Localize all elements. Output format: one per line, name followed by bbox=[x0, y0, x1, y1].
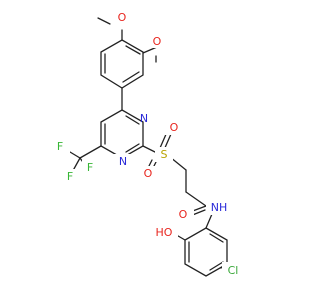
bond bbox=[125, 45, 141, 55]
atom-labels: O O N N F F F S O O O NH HO Cl bbox=[52, 9, 244, 277]
molecule-structure-drawing: O O N N F F F S O O O NH HO Cl bbox=[52, 9, 244, 277]
atom-f-2: F bbox=[67, 170, 73, 183]
bond bbox=[142, 145, 158, 154]
bond bbox=[209, 233, 224, 243]
bond bbox=[122, 71, 140, 83]
atom-chlorine: Cl bbox=[228, 264, 239, 277]
atom-f-3: F bbox=[87, 161, 93, 174]
bond bbox=[205, 213, 213, 229]
atom-o-amide: O bbox=[179, 208, 188, 221]
bond bbox=[125, 115, 140, 125]
phenyl-ring-bottom bbox=[184, 227, 228, 277]
atom-o-sulfonyl-2: O bbox=[144, 167, 153, 180]
atom-nh-amide: NH bbox=[211, 201, 228, 214]
pyrimidine-ring bbox=[100, 109, 144, 159]
bond bbox=[209, 261, 224, 271]
atom-n-pyrimidine-1: N bbox=[140, 112, 148, 125]
bonds bbox=[59, 17, 228, 277]
bond bbox=[79, 145, 102, 159]
bond bbox=[125, 143, 140, 153]
atom-sulfur: S bbox=[161, 148, 168, 161]
bond bbox=[97, 17, 111, 25]
atom-oh-phenol: HO bbox=[156, 226, 173, 239]
phenyl-ring-top bbox=[100, 39, 144, 89]
atom-o-methoxy-2: O bbox=[153, 35, 162, 48]
atom-o-methoxy-1: O bbox=[118, 11, 127, 24]
atom-o-sulfonyl-1: O bbox=[170, 121, 179, 134]
bond bbox=[185, 191, 207, 207]
atom-n-pyrimidine-2: N bbox=[119, 155, 127, 168]
atom-f-1: F bbox=[57, 140, 63, 153]
molecule-svg: O O N N F F F S O O O NH HO Cl bbox=[52, 9, 244, 277]
